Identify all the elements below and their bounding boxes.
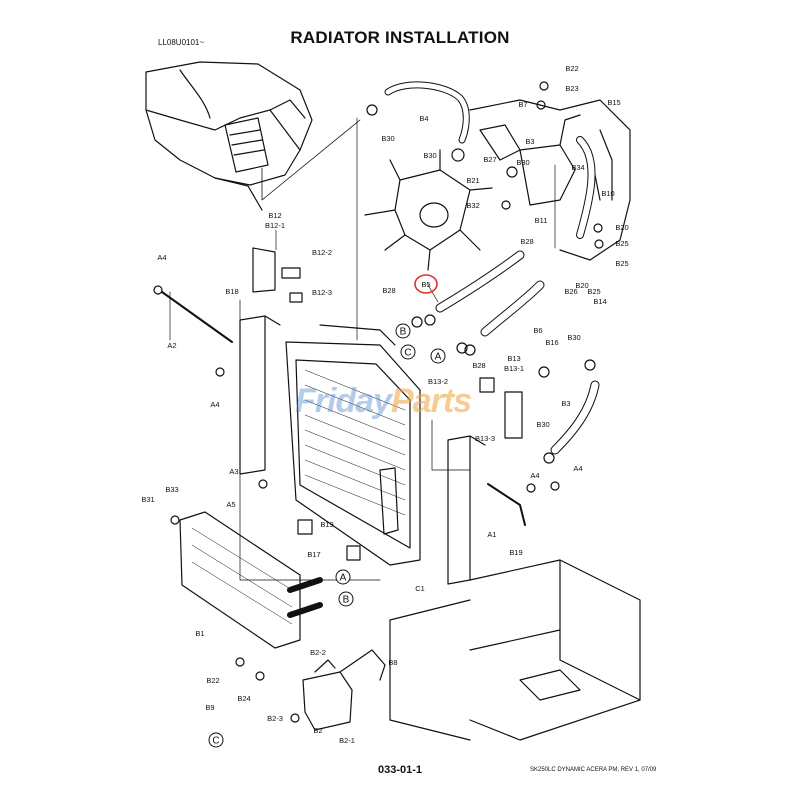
- part-label-b13-2: B13-2: [428, 377, 448, 386]
- machine-frame: [389, 559, 641, 741]
- part-label-a2: A2: [167, 341, 176, 350]
- part-label-b2-3: B2-3: [267, 714, 283, 723]
- part-label-b6: B6: [533, 326, 542, 335]
- part-label-b31: B31: [141, 495, 154, 504]
- part-label-b18: B18: [225, 287, 238, 296]
- leader-lines: [169, 117, 556, 581]
- part-label-b23: B23: [565, 84, 578, 93]
- part-label-b9: B9: [205, 703, 214, 712]
- part-label-b20: B20: [615, 223, 628, 232]
- part-label-b13: B13: [507, 354, 520, 363]
- part-label-b32: B32: [466, 201, 479, 210]
- part-label-b30: B30: [567, 333, 580, 342]
- part-label-a4: A4: [210, 400, 219, 409]
- svg-text:A: A: [340, 573, 347, 584]
- svg-text:C: C: [404, 348, 411, 359]
- page-title: RADIATOR INSTALLATION: [290, 28, 510, 47]
- part-label-a4: A4: [530, 471, 539, 480]
- callout-c: C: [208, 732, 224, 748]
- part-label-b33: B33: [165, 485, 178, 494]
- part-label-b12-2: B12-2: [312, 248, 332, 257]
- footer-note: SK250LC DYNAMIC ACERA PM, REV 1, 07/09: [530, 767, 657, 773]
- part-label-b25: B25: [587, 287, 600, 296]
- part-label-b8: B8: [388, 658, 397, 667]
- part-label-a1: A1: [487, 530, 496, 539]
- brackets: [161, 247, 526, 561]
- part-label-b34: B34: [571, 163, 584, 172]
- part-label-b10: B10: [601, 189, 614, 198]
- part-label-b28: B28: [472, 361, 485, 370]
- fasteners: [153, 81, 604, 723]
- radiator-core: [285, 324, 421, 566]
- part-label-b3: B3: [525, 137, 534, 146]
- machine-inset-view: [145, 61, 313, 211]
- part-label-b22: B22: [206, 676, 219, 685]
- callout-a: A: [430, 348, 446, 364]
- svg-text:C: C: [212, 736, 219, 747]
- part-label-b19: B19: [509, 548, 522, 557]
- part-label-b15: B15: [607, 98, 620, 107]
- part-label-b30: B30: [536, 420, 549, 429]
- part-label-b24: B24: [237, 694, 250, 703]
- part-label-b30: B30: [423, 151, 436, 160]
- highlight-ring: [414, 274, 438, 294]
- part-label-b12-1: B12-1: [265, 221, 285, 230]
- part-label-b25: B25: [615, 259, 628, 268]
- drawing-code: LL08U0101~: [158, 38, 205, 47]
- part-label-b28: B28: [520, 237, 533, 246]
- part-label-b4: B4: [419, 114, 428, 123]
- part-label-a4: A4: [157, 253, 166, 262]
- callout-b: B: [338, 591, 354, 607]
- callout-a: A: [335, 569, 351, 585]
- part-label-b2-2: B2-2: [310, 648, 326, 657]
- part-label-b30: B30: [381, 134, 394, 143]
- part-label-b13-3: B13-3: [475, 434, 495, 443]
- part-label-b3: B3: [561, 399, 570, 408]
- part-label-b25: B25: [615, 239, 628, 248]
- part-label-a4: A4: [573, 464, 582, 473]
- lower-radiator: [179, 511, 323, 649]
- part-label-a5: A5: [226, 500, 235, 509]
- part-label-b27: B27: [483, 155, 496, 164]
- svg-text:A: A: [435, 352, 442, 363]
- part-label-b2: B2: [313, 726, 322, 735]
- svg-text:B: B: [343, 595, 350, 606]
- part-label-b11: B11: [535, 216, 548, 225]
- part-label-b13-1: B13-1: [504, 364, 524, 373]
- callout-b: B: [395, 323, 411, 339]
- part-label-c1: C1: [415, 584, 425, 593]
- part-label-b26: B26: [564, 287, 577, 296]
- reservoir-tank: [302, 649, 386, 731]
- part-label-b19: B19: [320, 520, 333, 529]
- watermark-right: Parts: [391, 382, 472, 420]
- part-label-b12: B12: [268, 211, 281, 220]
- part-label-b5: B5: [421, 280, 430, 289]
- part-label-b30: B30: [516, 158, 529, 167]
- part-label-b1: B1: [195, 629, 204, 638]
- callout-c: C: [400, 344, 416, 360]
- part-label-b12-3: B12-3: [312, 288, 332, 297]
- part-label-b17: B17: [307, 550, 320, 559]
- watermark: FridayParts: [295, 382, 472, 421]
- page-number: 033-01-1: [377, 764, 423, 776]
- part-label-b2-1: B2-1: [339, 736, 355, 745]
- part-label-b7: B7: [518, 100, 527, 109]
- svg-text:B: B: [400, 327, 407, 338]
- frame-posts: [239, 315, 486, 585]
- part-label-b16: B16: [545, 338, 558, 347]
- part-label-a3: A3: [229, 467, 238, 476]
- part-label-b21: B21: [466, 176, 479, 185]
- hoses: [384, 81, 600, 455]
- part-label-b22: B22: [565, 64, 578, 73]
- part-label-b14: B14: [593, 297, 606, 306]
- part-label-b20: B20: [575, 281, 588, 290]
- part-label-b28: B28: [382, 286, 395, 295]
- watermark-left: Friday: [295, 382, 392, 420]
